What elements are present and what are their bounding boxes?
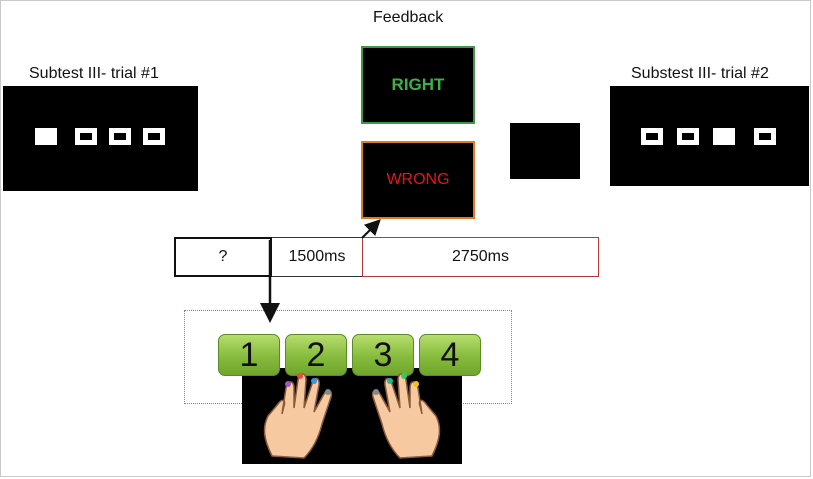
trial2-square-4: [754, 128, 776, 145]
trial2-square-1: [641, 128, 663, 145]
response-key-3: 3: [352, 334, 414, 376]
trial1-square-1: [35, 128, 57, 145]
trial2-screen: [610, 86, 809, 186]
timeline-feedback-cell: 1500ms: [272, 237, 362, 277]
feedback-arrow: [361, 219, 381, 239]
feedback-wrong-text: WRONG: [386, 171, 450, 188]
response-key-2: 2: [285, 334, 347, 376]
trial1-screen: [3, 86, 198, 191]
blank-interval-screen: [510, 123, 580, 179]
trial1-square-2: [75, 128, 97, 145]
feedback-wrong-screen: WRONG: [361, 141, 475, 219]
left-hand-icon: [263, 373, 333, 459]
response-key-1: 1: [218, 334, 280, 376]
feedback-title: Feedback: [373, 9, 444, 26]
timeline-interval-cell: 2750ms: [362, 237, 599, 277]
trial1-square-3: [109, 128, 131, 145]
trial2-square-2: [677, 128, 699, 145]
right-hand-icon: [371, 373, 441, 459]
feedback-right-text: RIGHT: [391, 75, 445, 94]
trial2-label: Substest III- trial #2: [631, 65, 769, 82]
feedback-right-screen: RIGHT: [361, 46, 475, 124]
trial1-square-4: [143, 128, 165, 145]
trial2-square-3: [713, 128, 735, 145]
trial1-label: Subtest III- trial #1: [29, 65, 159, 82]
hands-icon: [263, 373, 441, 459]
response-key-4: 4: [419, 334, 481, 376]
